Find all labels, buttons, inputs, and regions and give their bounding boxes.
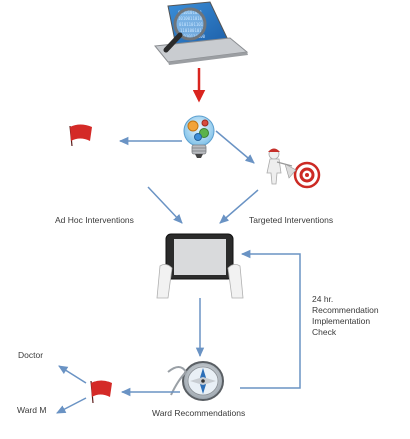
check-label-line4: Check	[312, 327, 337, 337]
ward-m-label: Ward M	[17, 405, 46, 415]
check-label-line2: Recommendation	[312, 305, 379, 315]
arrow-targeted-to-tablet	[219, 189, 259, 224]
doctor-label: Doctor	[18, 350, 43, 360]
check-label-line3: Implementation	[312, 316, 370, 326]
arrow-flag-to-doctor	[58, 365, 87, 384]
red-flag-icon	[90, 380, 112, 404]
arrow-flag-to-ward	[56, 397, 87, 414]
targeted-label: Targeted Interventions	[249, 215, 333, 225]
feedback-loop-arrow	[240, 249, 301, 389]
arrow-to-target	[215, 130, 255, 164]
tablet-in-hands-icon	[156, 233, 244, 299]
laptop-magnifier-icon: 0110101001 1010011010 0101101101 1101001…	[154, 1, 249, 65]
ward-recommendations-label: Ward Recommendations	[152, 408, 245, 418]
red-flag-icon	[69, 124, 92, 147]
gear-lightbulb-icon	[183, 115, 215, 158]
ad-hoc-label: Ad Hoc Interventions	[55, 215, 134, 225]
check-label-line1: 24 hr.	[312, 294, 333, 304]
target-icon	[266, 148, 321, 189]
arrow-adhoc-to-tablet	[147, 186, 183, 224]
compass-icon	[167, 361, 224, 401]
